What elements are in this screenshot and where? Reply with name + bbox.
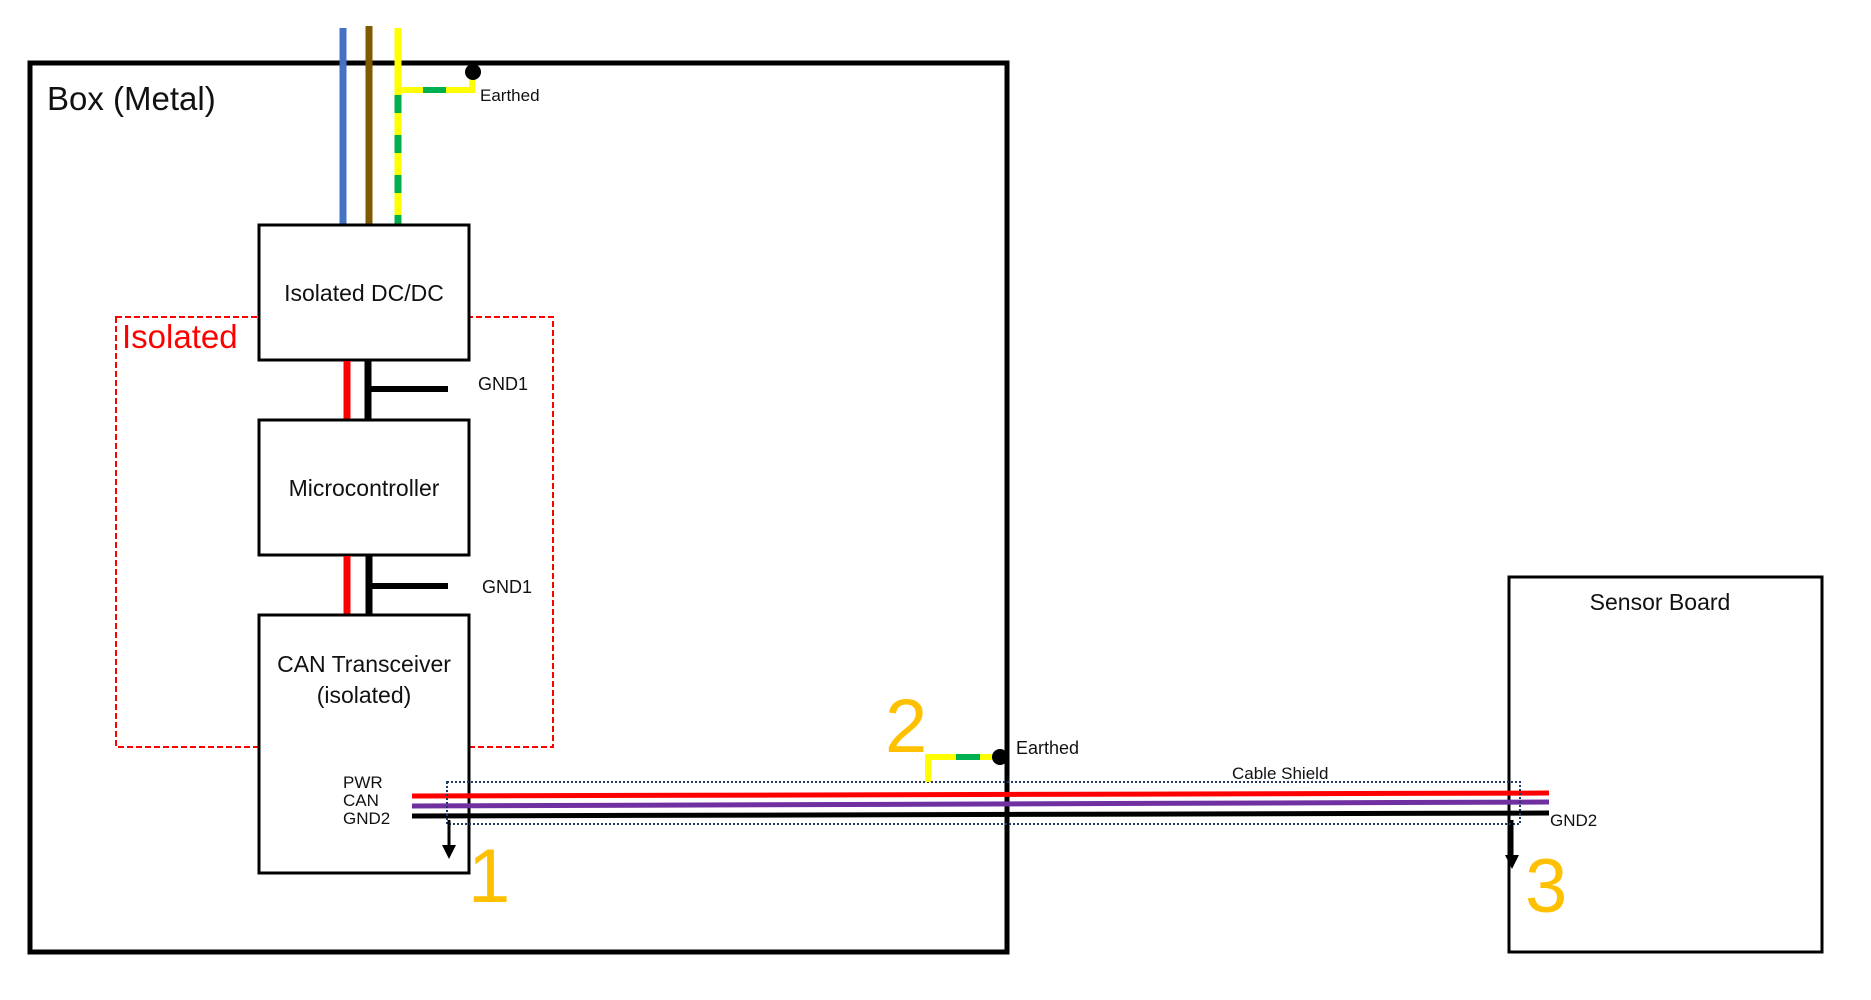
earthed-label-mid: Earthed [1016, 738, 1079, 758]
can-label-line1: CAN Transceiver [277, 651, 451, 677]
earth-point-mid [992, 749, 1008, 765]
cable-wire-gnd2 [411, 810, 1550, 819]
cable-wire-can [411, 799, 1550, 809]
can-block [257, 613, 471, 875]
pwr-label: PWR [343, 773, 383, 792]
isolated-label: Isolated [122, 318, 238, 355]
earth-tap-mid [925, 754, 1000, 782]
dcdc-label: Isolated DC/DC [284, 280, 444, 306]
dcdc-block [257, 223, 471, 362]
cable-wire-pwr [411, 790, 1550, 799]
gnd1-label-upper: GND1 [478, 374, 528, 394]
marker-1: 1 [468, 834, 510, 919]
mcu-block [257, 418, 471, 557]
can-signal-label: CAN [343, 791, 379, 810]
marker-2: 2 [885, 684, 927, 769]
sensor-board-label: Sensor Board [1590, 589, 1731, 615]
gnd1-label-lower: GND1 [482, 577, 532, 597]
box-title: Box (Metal) [47, 80, 216, 117]
mcu-label: Microcontroller [289, 475, 440, 501]
earth-point-top [465, 64, 481, 80]
ground-arrow-3-head [1505, 855, 1519, 869]
gnd2-label-left: GND2 [343, 809, 390, 828]
ground-arrow-1-head [442, 845, 456, 859]
earthed-label-top: Earthed [480, 86, 540, 105]
cable-shield [446, 781, 1521, 825]
cable-shield-label: Cable Shield [1232, 764, 1328, 783]
metal-box [27, 60, 1010, 955]
sensor-board [1507, 575, 1824, 954]
gnd2-label-right: GND2 [1550, 811, 1597, 830]
can-label-line2: (isolated) [317, 682, 412, 708]
marker-3: 3 [1525, 844, 1567, 929]
